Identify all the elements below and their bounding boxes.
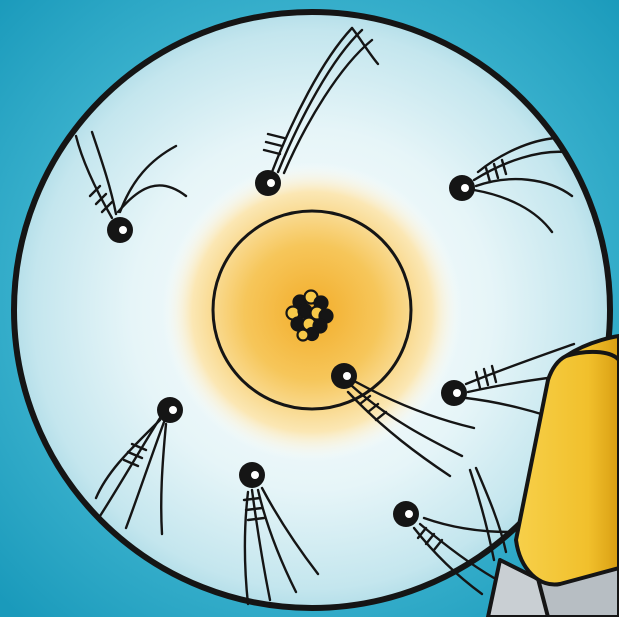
electron-icon [441, 380, 467, 406]
electron-icon [393, 501, 419, 527]
electron-icon [255, 170, 281, 196]
electron-icon [331, 363, 357, 389]
electron-icon [449, 175, 475, 201]
electron-icon [239, 462, 265, 488]
electron-icon [107, 217, 133, 243]
electron-icon [157, 397, 183, 423]
